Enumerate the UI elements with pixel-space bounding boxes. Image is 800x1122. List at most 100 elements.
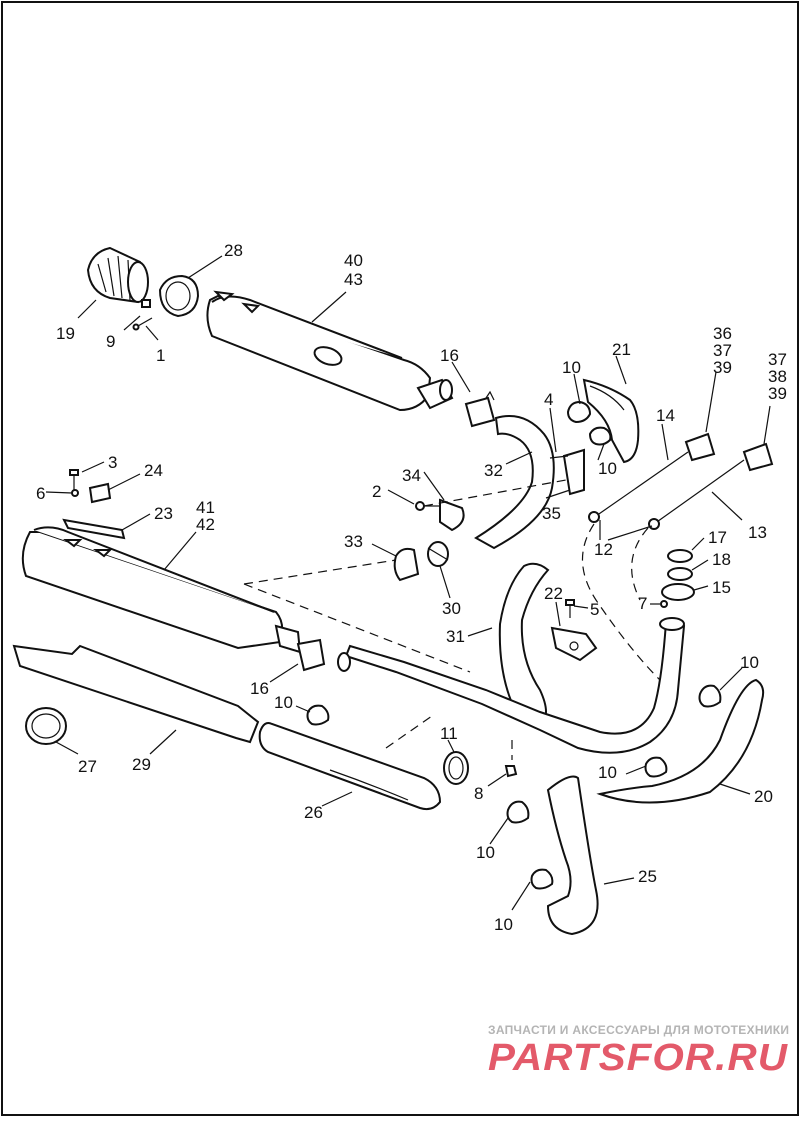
dash-2-35 bbox=[423, 479, 567, 507]
callout-36: 36 bbox=[713, 324, 732, 343]
clamp-16-lower bbox=[296, 638, 326, 672]
nut-9 bbox=[141, 299, 151, 308]
callout-33: 33 bbox=[344, 532, 363, 551]
callout-24: 24 bbox=[144, 461, 163, 480]
band-28 bbox=[158, 274, 200, 318]
callout-8: 8 bbox=[474, 784, 483, 803]
clamp-10-e bbox=[506, 800, 530, 824]
leader-lines bbox=[45, 255, 771, 911]
callout-6: 6 bbox=[36, 484, 45, 503]
callout-13: 13 bbox=[748, 523, 767, 542]
nut-7 bbox=[660, 600, 668, 608]
callout-42: 42 bbox=[196, 515, 215, 534]
clamp-10-f bbox=[530, 868, 554, 890]
callout-15: 15 bbox=[712, 578, 731, 597]
callout-7: 7 bbox=[638, 594, 647, 613]
watermark-caption: ЗАПЧАСТИ И АКСЕССУАРЫ ДЛЯ МОТОТЕХНИКИ bbox=[488, 1023, 789, 1037]
heat-shield-21 bbox=[582, 378, 640, 464]
clamp-27 bbox=[25, 707, 67, 745]
lower-muffler-41-42 bbox=[21, 526, 302, 654]
callout-26: 26 bbox=[304, 803, 323, 822]
callout-2: 2 bbox=[372, 482, 381, 501]
callout-16-lower: 16 bbox=[250, 679, 269, 698]
bracket-34 bbox=[439, 498, 465, 532]
upper-muffler-40-43 bbox=[206, 290, 454, 412]
callout-22: 22 bbox=[544, 584, 563, 603]
dash-lower bbox=[243, 583, 471, 673]
callout-1: 1 bbox=[156, 346, 165, 365]
callout-16-upper: 16 bbox=[440, 346, 459, 365]
screw-2 bbox=[415, 501, 440, 511]
callout-5: 5 bbox=[590, 600, 599, 619]
callout-10-last: 10 bbox=[494, 915, 513, 934]
clamp-33 bbox=[393, 547, 420, 582]
end-cap-19 bbox=[86, 246, 149, 304]
callout-10-shield: 10 bbox=[598, 763, 617, 782]
callout-18: 18 bbox=[712, 550, 731, 569]
callout-4: 4 bbox=[544, 390, 553, 409]
callout-41: 41 bbox=[196, 498, 215, 517]
callout-10-lower-left: 10 bbox=[274, 693, 293, 712]
heat-shield-29 bbox=[12, 644, 260, 744]
callout-43: 43 bbox=[344, 270, 363, 289]
sleeve-30 bbox=[427, 541, 449, 567]
callout-35: 35 bbox=[542, 504, 561, 523]
clamp-10-g bbox=[306, 704, 330, 726]
clamp-16-upper bbox=[464, 390, 496, 428]
flange-15 bbox=[661, 583, 695, 601]
callout-29: 29 bbox=[132, 755, 151, 774]
sensor-14-wire bbox=[588, 432, 716, 523]
heat-shield-26 bbox=[258, 722, 442, 811]
screw-1 bbox=[132, 317, 153, 331]
lower-pipe-25 bbox=[546, 775, 599, 936]
callout-39a: 39 bbox=[713, 358, 732, 377]
callout-30: 30 bbox=[442, 599, 461, 618]
heat-shield-20 bbox=[596, 678, 765, 804]
callout-10-bottom: 10 bbox=[476, 843, 495, 862]
callout-27: 27 bbox=[78, 757, 97, 776]
callout-12: 12 bbox=[594, 540, 613, 559]
clamp-11 bbox=[443, 751, 469, 785]
callout-11: 11 bbox=[440, 724, 458, 743]
clamp-10-d bbox=[644, 756, 668, 778]
sensor-13-wire bbox=[648, 442, 774, 530]
dash-13 bbox=[631, 527, 649, 601]
gasket-18 bbox=[667, 567, 693, 581]
callout-19: 19 bbox=[56, 324, 75, 343]
callout-10-mid: 10 bbox=[598, 459, 617, 478]
clamp-10-b1 bbox=[566, 400, 592, 424]
callout-37b: 37 bbox=[768, 350, 787, 369]
callout-23: 23 bbox=[154, 504, 173, 523]
watermark-logo: PARTSFOR.RU bbox=[488, 1037, 789, 1079]
callout-37a: 37 bbox=[713, 341, 732, 360]
gasket-17 bbox=[667, 549, 693, 563]
callout-10-right: 10 bbox=[740, 653, 759, 672]
bracket-22 bbox=[550, 626, 598, 662]
callout-14: 14 bbox=[656, 406, 675, 425]
callout-34: 34 bbox=[402, 466, 421, 485]
bracket-35 bbox=[562, 448, 585, 496]
callout-31: 31 bbox=[446, 627, 465, 646]
callout-40: 40 bbox=[344, 251, 363, 270]
callout-9: 9 bbox=[106, 332, 115, 351]
callout-10-upper: 10 bbox=[562, 358, 581, 377]
clamp-10-b2 bbox=[588, 426, 612, 446]
screw-5 bbox=[565, 599, 575, 618]
dash-12 bbox=[581, 523, 661, 681]
callout-25: 25 bbox=[638, 867, 657, 886]
bolt-4 bbox=[549, 455, 569, 459]
callout-17: 17 bbox=[708, 528, 727, 547]
callout-32: 32 bbox=[484, 461, 503, 480]
head-pipe-32 bbox=[474, 415, 555, 550]
rubber-24 bbox=[88, 482, 112, 504]
callout-28: 28 bbox=[224, 241, 243, 260]
callout-38: 38 bbox=[768, 367, 787, 386]
callout-20: 20 bbox=[754, 787, 773, 806]
dash-11 bbox=[385, 715, 433, 749]
callout-39b: 39 bbox=[768, 384, 787, 403]
washer-6 bbox=[71, 489, 79, 497]
clamp-10-c bbox=[698, 684, 722, 708]
